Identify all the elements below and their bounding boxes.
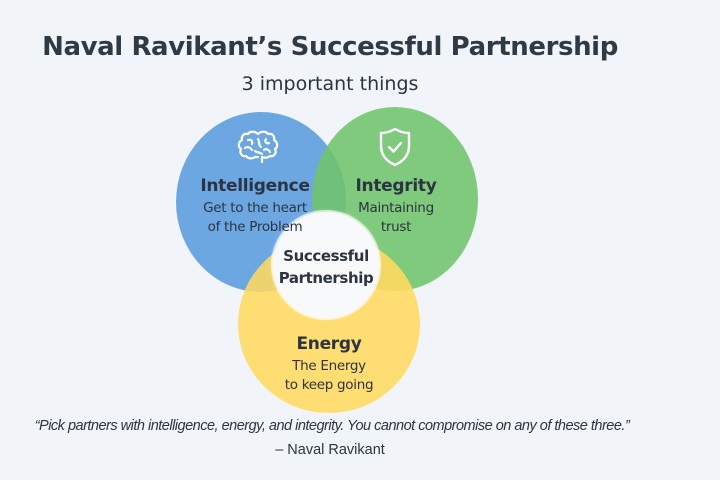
intelligence-desc-line-2: of the Problem — [207, 219, 303, 235]
integrity-label: Integrity Maintaining trust — [336, 176, 456, 237]
quote-author: – Naval Ravikant — [275, 442, 385, 458]
quote: “Pick partners with intelligence, energy… — [0, 418, 720, 434]
quote-text: “Pick partners with intelligence, energy… — [34, 418, 630, 434]
brain-icon — [236, 129, 280, 165]
integrity-desc-line-1: Maintaining — [358, 200, 434, 216]
center-label: Successful Partnership — [273, 245, 379, 289]
page-title: Naval Ravikant’s Successful Partnership — [42, 32, 618, 62]
shield-check-icon — [378, 126, 412, 168]
energy-desc-line-2: to keep going — [284, 377, 374, 393]
energy-desc-line-1: The Energy — [292, 358, 366, 374]
center-line-1: Successful — [283, 247, 369, 265]
center-line-2: Partnership — [278, 269, 374, 287]
intelligence-desc-line-1: Get to the heart — [203, 200, 307, 216]
energy-label: Energy The Energy to keep going — [256, 334, 402, 395]
page-subtitle: 3 important things — [241, 73, 419, 95]
intelligence-label: Intelligence Get to the heart of the Pro… — [190, 176, 320, 237]
center-circle — [273, 212, 379, 318]
intelligence-title: Intelligence — [200, 176, 310, 196]
energy-title: Energy — [296, 334, 362, 354]
integrity-desc-line-2: trust — [380, 219, 412, 235]
integrity-title: Integrity — [355, 176, 437, 196]
